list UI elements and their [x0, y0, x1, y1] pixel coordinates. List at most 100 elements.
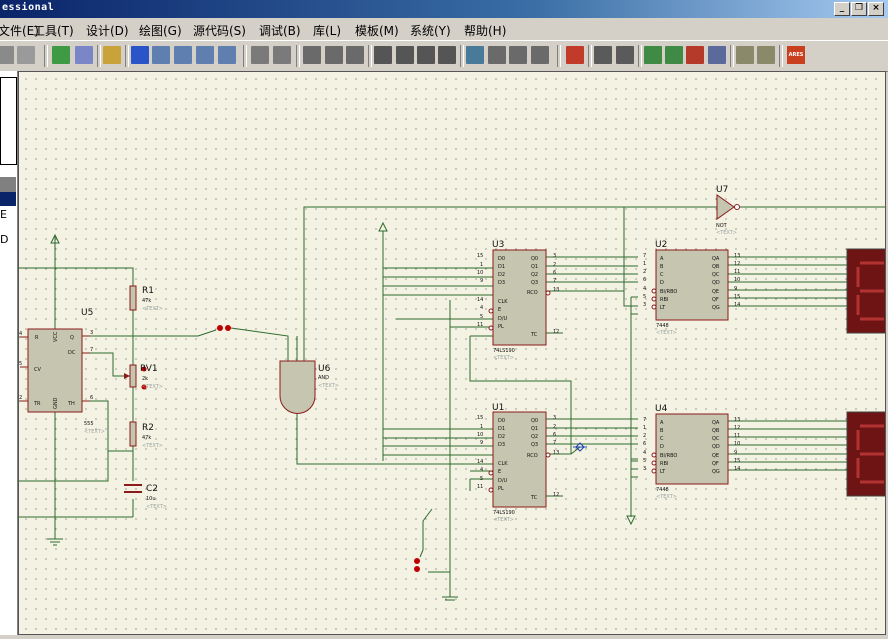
cut-icon[interactable]	[303, 46, 321, 64]
wire-autorouter-icon[interactable]	[566, 46, 584, 64]
seven-segment-display-1[interactable]	[846, 248, 887, 334]
c2-capacitor[interactable]: C2 10u <TEXT>	[124, 484, 167, 510]
u1-74ls190-counter[interactable]: U1 74LS190 <TEXT> D0 D1 D2 D3 CLK E D/U …	[477, 403, 559, 523]
block-move-icon[interactable]	[396, 46, 414, 64]
seven-segment-display-2[interactable]	[846, 411, 887, 497]
switch-1[interactable]	[197, 325, 231, 337]
grid-icon[interactable]	[75, 46, 93, 64]
window-title: essional	[2, 2, 55, 13]
u1-ref: U1	[492, 403, 504, 413]
block-copy-icon[interactable]	[374, 46, 392, 64]
u1-pin-e: E	[498, 469, 501, 475]
u1-pin-clk: CLK	[498, 461, 508, 467]
make-device-icon[interactable]	[488, 46, 506, 64]
menu-help[interactable]: 帮助(H)	[464, 24, 507, 38]
menu-debug[interactable]: 调试(B)	[259, 24, 301, 38]
undo-icon[interactable]	[251, 46, 269, 64]
u7-not-gate[interactable]: U7 NOT <TEXT>	[716, 185, 740, 236]
search-tag-icon[interactable]	[594, 46, 612, 64]
zoom-all-icon[interactable]	[196, 46, 214, 64]
u1-pin-num-3: 3	[553, 415, 556, 421]
u3-pin-d2: D2	[498, 272, 505, 278]
u4-pin-qe: QE	[712, 453, 719, 459]
u2-pin-c: C	[660, 272, 664, 278]
title-bar: essional _ ❐ ×	[0, 0, 888, 18]
exit-to-parent-icon[interactable]	[708, 46, 726, 64]
u5-text-placeholder: <TEXT>	[84, 429, 105, 435]
add-sheet-icon[interactable]	[665, 46, 683, 64]
u5-ref: U5	[81, 308, 93, 318]
menu-file[interactable]: 文件(E)	[0, 24, 39, 38]
new-sheet-icon[interactable]	[644, 46, 662, 64]
selector-item-e[interactable]: E	[0, 208, 7, 221]
menu-design[interactable]: 设计(D)	[86, 24, 129, 38]
u4-text-placeholder: <TEXT>	[656, 494, 677, 500]
u3-pin-num-4: 4	[480, 305, 483, 311]
zoom-area-icon[interactable]	[218, 46, 236, 64]
selector-item-d[interactable]: D	[0, 233, 9, 246]
property-tool-icon[interactable]	[616, 46, 634, 64]
u3-74ls190-counter[interactable]: U3 74LS190 <TEXT> D0 D1 D2 D3 CLK E D/U …	[477, 240, 559, 361]
overview-window[interactable]	[0, 77, 17, 165]
redo-icon[interactable]	[273, 46, 291, 64]
close-button[interactable]: ×	[868, 2, 884, 16]
menu-library[interactable]: 库(L)	[313, 24, 342, 38]
restore-button[interactable]: ❐	[851, 2, 867, 16]
zoom-in-icon[interactable]	[152, 46, 170, 64]
u2-pin-num-4: 4	[643, 286, 646, 292]
r2-resistor[interactable]: R2 47k <TEXT>	[129, 421, 163, 449]
u1-pin-num-9: 9	[480, 440, 483, 446]
r1-resistor[interactable]: R1 47k <TEXT>	[129, 285, 163, 312]
minimize-button[interactable]: _	[834, 2, 850, 16]
package-tool-icon[interactable]	[509, 46, 527, 64]
refresh-icon[interactable]	[52, 46, 70, 64]
print-icon[interactable]	[0, 46, 14, 64]
pan-icon[interactable]	[131, 46, 149, 64]
menu-graph[interactable]: 绘图(G)	[139, 24, 182, 38]
u1-pin-q0: Q0	[531, 418, 538, 424]
menu-source[interactable]: 源代码(S)	[193, 24, 246, 38]
bill-of-materials-icon[interactable]	[736, 46, 754, 64]
menu-system[interactable]: 系统(Y)	[410, 24, 451, 38]
u1-pin-num-11: 11	[477, 484, 483, 490]
u1-pin-num-12: 12	[553, 492, 559, 498]
u6-and-gate[interactable]: U6 AND <TEXT>	[279, 360, 339, 414]
selector-selected-item[interactable]	[0, 192, 16, 206]
u1-pin-num-14: 14	[477, 459, 483, 465]
block-rotate-icon[interactable]	[417, 46, 435, 64]
page-icon[interactable]	[17, 46, 35, 64]
u1-pin-num-4: 4	[480, 467, 483, 473]
u2-pin-a: A	[660, 256, 664, 262]
u5-555-timer[interactable]: U5 R Q DC CV TR TH VCC GND 3 7 6 4 5 2 5…	[19, 308, 105, 435]
decompose-icon[interactable]	[531, 46, 549, 64]
zoom-out-icon[interactable]	[174, 46, 192, 64]
block-delete-icon[interactable]	[438, 46, 456, 64]
u5-pin-dc: DC	[68, 350, 76, 356]
electrical-check-icon[interactable]	[757, 46, 775, 64]
u5-pin-tr: TR	[33, 401, 41, 407]
u2-pin-num-10: 10	[734, 277, 740, 283]
u2-pin-num-12: 12	[734, 261, 740, 267]
schematic-canvas[interactable]: <TEXT>	[18, 71, 888, 635]
u2-pin-num-5: 5	[643, 294, 646, 300]
rv1-potentiometer[interactable]: RV1 2k <TEXT>	[124, 364, 163, 390]
u2-pin-qd: QD	[712, 280, 720, 286]
ares-button[interactable]: ARES	[787, 46, 805, 64]
menu-template[interactable]: 模板(M)	[355, 24, 399, 38]
u4-pin-qf: QF	[712, 461, 719, 467]
origin-icon[interactable]	[103, 46, 121, 64]
u5-pin-num-6: 6	[90, 395, 93, 401]
menu-tools[interactable]: 工具(T)	[33, 24, 74, 38]
u2-pin-b: B	[660, 264, 664, 270]
u2-pin-qc: QC	[712, 272, 720, 278]
u4-7448-decoder[interactable]: U4 7448 <TEXT> A B C D BI/RBO RBI LT QA …	[643, 404, 740, 500]
pick-device-icon[interactable]	[466, 46, 484, 64]
u2-7448-decoder[interactable]: U2 7448 <TEXT> A B C D BI/RBO RBI LT QA …	[643, 240, 740, 336]
switch-2[interactable]	[414, 549, 424, 572]
paste-icon[interactable]	[346, 46, 364, 64]
remove-sheet-icon[interactable]	[686, 46, 704, 64]
c2-text-placeholder: <TEXT>	[146, 504, 167, 510]
u7-part: NOT	[716, 223, 728, 229]
wires	[18, 206, 888, 597]
copy-icon[interactable]	[325, 46, 343, 64]
